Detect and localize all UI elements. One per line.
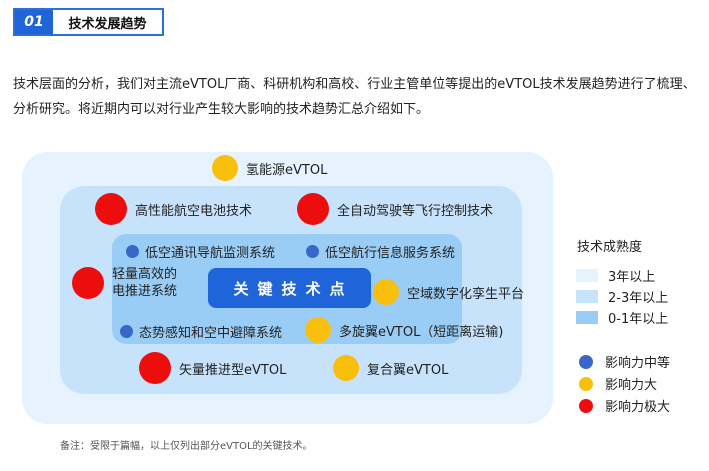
legend-swatch (576, 311, 598, 324)
legend-maturity-title: 技术成熟度 (577, 240, 643, 255)
tech-item-compound-wing-evtol: 复合翼eVTOL (333, 355, 448, 381)
impact-medium-dot (579, 354, 593, 369)
footnote: 备注：受限于篇幅，以上仅列出部分eVTOL的关键技术。 (60, 441, 313, 452)
tech-item-flight-info-service: 低空航行信息服务系统 (306, 242, 455, 261)
tech-label: 低空航行信息服务系统 (325, 246, 456, 261)
tech-label: 复合翼eVTOL (367, 362, 449, 378)
tech-item-vectored-thrust-evtol: 矢量推进型eVTOL (139, 352, 286, 384)
legend-impact-huge: 影响力极大 (576, 396, 670, 415)
tech-item-autonomous-flight-control: 全自动驾驶等飞行控制技术 (297, 193, 493, 225)
legend-impact-medium: 影响力中等 (576, 352, 670, 371)
impact-large-dot (305, 317, 331, 343)
legend-maturity-0to1: 0-1年以上 (576, 308, 668, 327)
section-title: 技术发展趋势 (68, 16, 147, 32)
impact-huge-dot (139, 352, 171, 384)
section-header: 01 技术发展趋势 (13, 8, 164, 36)
impact-large-dot (579, 376, 593, 391)
key-tech-center-label: 关键技术点 (208, 268, 371, 308)
tech-label: 全自动驾驶等飞行控制技术 (337, 203, 494, 219)
tech-label: 轻量高效的 电推进系统 (112, 267, 178, 299)
impact-huge-dot (95, 193, 127, 225)
tech-label: 高性能航空电池技术 (135, 203, 253, 219)
tech-label: 多旋翼eVTOL（短距离运输) (339, 324, 504, 340)
legend-maturity-2to3: 2-3年以上 (576, 287, 668, 306)
tech-item-multirotor-evtol: 多旋翼eVTOL（短距离运输) (305, 317, 503, 343)
impact-large-dot (373, 279, 399, 305)
impact-medium-dot (126, 245, 139, 258)
legend-swatch (576, 269, 598, 282)
tech-item-hydrogen-evtol: 氢能源eVTOL (212, 155, 327, 181)
legend-maturity-3plus: 3年以上 (576, 266, 655, 285)
tech-item-cns-system: 低空通讯导航监测系统 (126, 242, 275, 261)
impact-huge-dot (72, 267, 104, 299)
intro-paragraph: 技术层面的分析，我们对主流eVTOL厂商、科研机构和高校、行业主管单位等提出的e… (13, 77, 696, 117)
impact-medium-dot (120, 325, 133, 338)
tech-label: 矢量推进型eVTOL (179, 362, 287, 378)
impact-huge-dot (297, 193, 329, 225)
tech-item-airspace-digital-twin: 空域数字化孪生平台 (373, 279, 524, 305)
tech-label: 氢能源eVTOL (246, 162, 328, 178)
tech-label: 态势感知和空中避障系统 (139, 326, 283, 341)
tech-label: 空域数字化孪生平台 (407, 286, 525, 302)
tech-item-electric-propulsion: 轻量高效的 电推进系统 (72, 266, 177, 300)
tech-item-situational-awareness: 态势感知和空中避障系统 (120, 322, 282, 341)
tech-label: 低空通讯导航监测系统 (145, 246, 276, 261)
tech-item-aviation-battery: 高性能航空电池技术 (95, 193, 252, 225)
section-number: 01 (15, 10, 53, 34)
legend-swatch (576, 290, 598, 303)
legend-impact-large: 影响力大 (576, 374, 657, 393)
impact-medium-dot (306, 245, 319, 258)
impact-huge-dot (579, 398, 593, 413)
impact-large-dot (212, 155, 238, 181)
impact-large-dot (333, 355, 359, 381)
